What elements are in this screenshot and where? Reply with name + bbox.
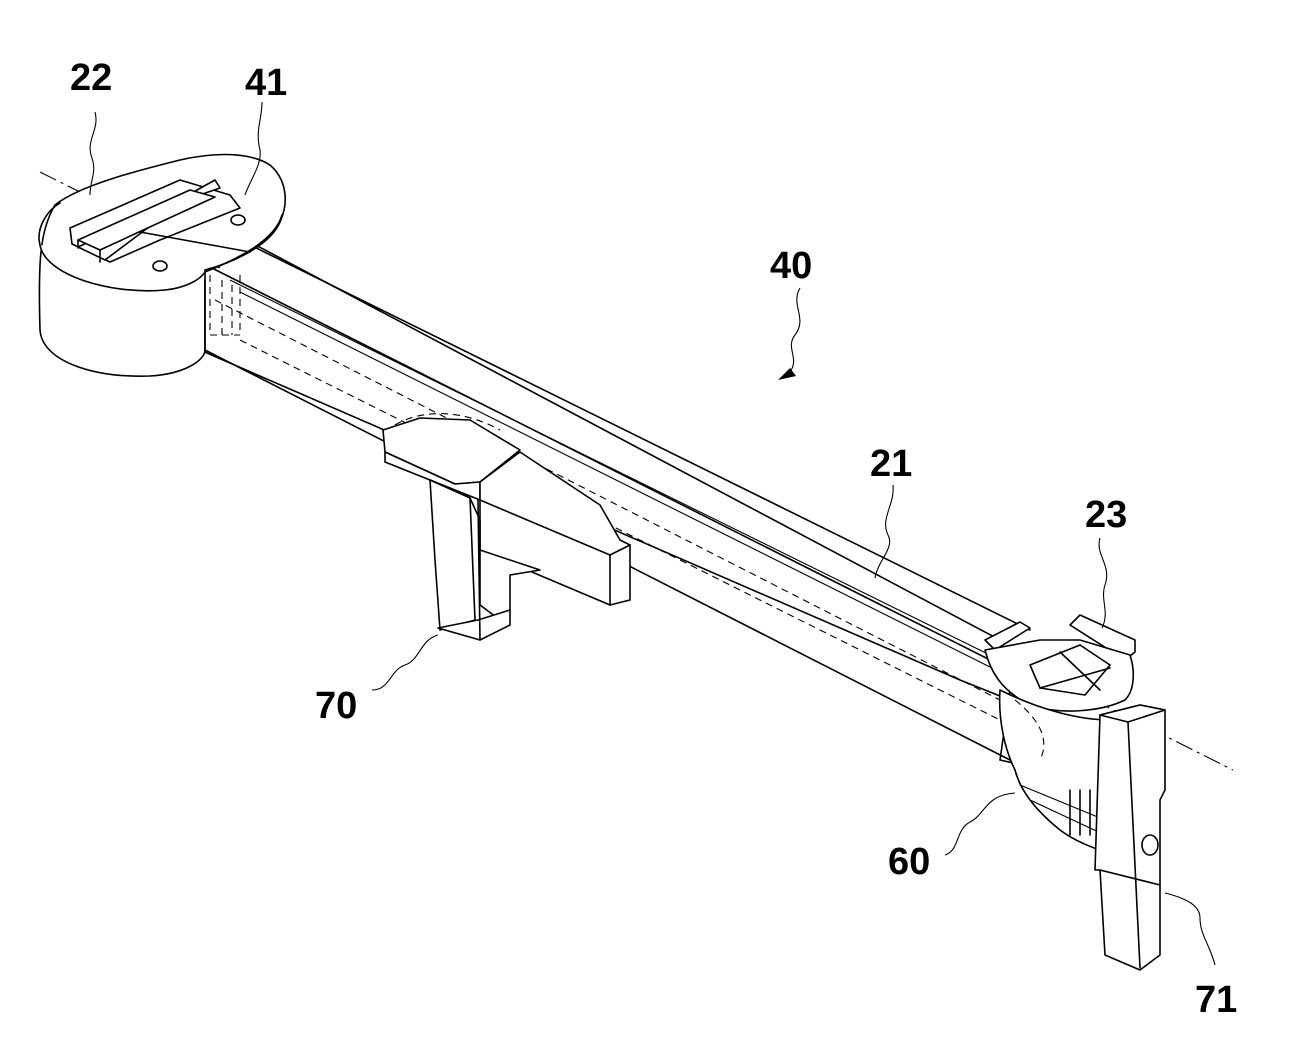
hole-bar	[1142, 835, 1158, 855]
label-22: 22	[70, 57, 112, 99]
leader-71	[1165, 893, 1215, 965]
hole-lower	[153, 261, 167, 271]
leader-23	[1099, 538, 1107, 628]
leader-21	[875, 485, 893, 578]
arrowhead-40	[778, 368, 796, 380]
label-40: 40	[770, 245, 812, 287]
label-71: 71	[1195, 979, 1237, 1021]
leader-40	[790, 288, 800, 372]
label-60: 60	[888, 841, 930, 883]
hole-upper	[231, 215, 245, 225]
rail-body	[150, 240, 1110, 785]
label-41: 41	[245, 62, 287, 104]
leader-60	[945, 793, 1015, 855]
leader-70	[372, 635, 438, 690]
label-21: 21	[870, 443, 912, 485]
label-23: 23	[1085, 494, 1127, 536]
leader-22	[90, 112, 96, 195]
right-end	[985, 615, 1165, 970]
label-70: 70	[315, 685, 357, 727]
